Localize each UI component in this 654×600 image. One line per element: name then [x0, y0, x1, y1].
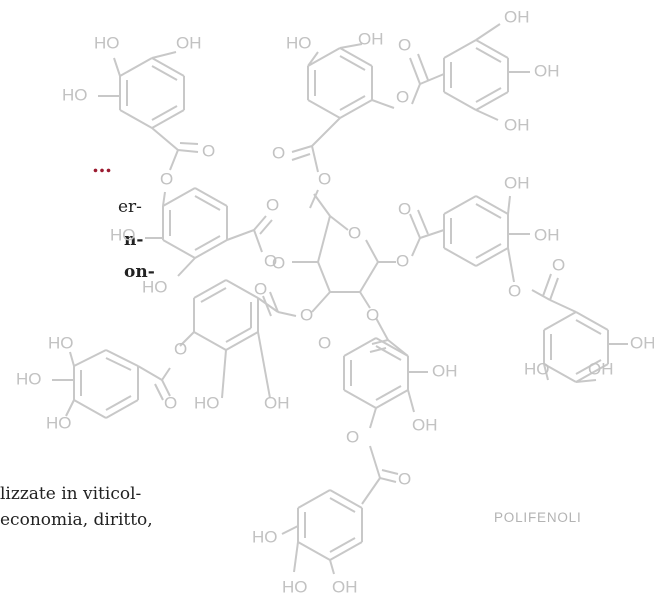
oxygen-label: O	[366, 305, 379, 324]
hydroxyl-label: OH	[358, 29, 384, 48]
oxygen-label: O	[398, 35, 411, 54]
hydroxyl-label: OH	[534, 61, 560, 80]
hydroxyl-label: HO	[48, 333, 74, 352]
text-line-3: on-	[124, 262, 155, 282]
text-line-4: lizzate in viticol-	[0, 484, 142, 504]
hydroxyl-label: HO	[16, 369, 42, 388]
oxygen-label: O	[272, 143, 285, 162]
text-line-2: n-	[124, 230, 144, 250]
oxygen-label: O	[552, 255, 565, 274]
hydroxyl-label: HO	[46, 413, 72, 432]
oxygen-label: O	[318, 169, 331, 188]
text-line-1: er-	[118, 197, 142, 217]
oxygen-label: O	[202, 141, 215, 160]
oxygen-label: O	[396, 87, 409, 106]
atom-labels: HO OH HO O O HO HO O O HO OH O O O O OH …	[16, 7, 654, 596]
text-line-5: economia, diritto,	[0, 510, 153, 530]
oxygen-label: O	[508, 281, 521, 300]
hydroxyl-label: OH	[504, 7, 530, 26]
hydroxyl-label: OH	[332, 577, 358, 596]
hydroxyl-label: HO	[110, 225, 136, 244]
oxygen-label: O	[398, 469, 411, 488]
hydroxyl-label: OH	[432, 361, 458, 380]
oxygen-label: O	[174, 339, 187, 358]
hydroxyl-label: OH	[630, 333, 654, 352]
oxygen-label: O	[272, 253, 285, 272]
hydroxyl-label: OH	[264, 393, 290, 412]
oxygen-label: O	[266, 195, 279, 214]
hydroxyl-label: OH	[412, 415, 438, 434]
oxygen-label: O	[160, 169, 173, 188]
hydroxyl-label: HO	[282, 577, 308, 596]
oxygen-label: O	[346, 427, 359, 446]
hydroxyl-label: OH	[504, 173, 530, 192]
oxygen-label: O	[396, 251, 409, 270]
hydroxyl-label: HO	[142, 277, 168, 296]
hydroxyl-label: OH	[534, 225, 560, 244]
oxygen-label: O	[398, 199, 411, 218]
oxygen-label: O	[164, 393, 177, 412]
hydroxyl-label: HO	[62, 85, 88, 104]
hydroxyl-label: OH	[504, 115, 530, 134]
hydroxyl-label: HO	[524, 359, 550, 378]
hydroxyl-label: OH	[588, 359, 614, 378]
oxygen-label: O	[254, 279, 267, 298]
bond-lines	[52, 23, 628, 575]
ring-oxygen-label: O	[348, 223, 361, 242]
hydroxyl-label: HO	[252, 527, 278, 546]
oxygen-label: O	[318, 333, 331, 352]
diagram-caption: POLIFENOLI	[494, 510, 582, 525]
hydroxyl-label: OH	[176, 33, 202, 52]
hydroxyl-label: HO	[94, 33, 120, 52]
oxygen-label: O	[264, 251, 277, 270]
oxygen-label: O	[300, 305, 313, 324]
text-column: … er- n- on- lizzate in viticol- economi…	[0, 0, 160, 600]
hydroxyl-label: HO	[286, 33, 312, 52]
hydroxyl-label: HO	[194, 393, 220, 412]
ellipsis-marker: …	[92, 153, 113, 177]
